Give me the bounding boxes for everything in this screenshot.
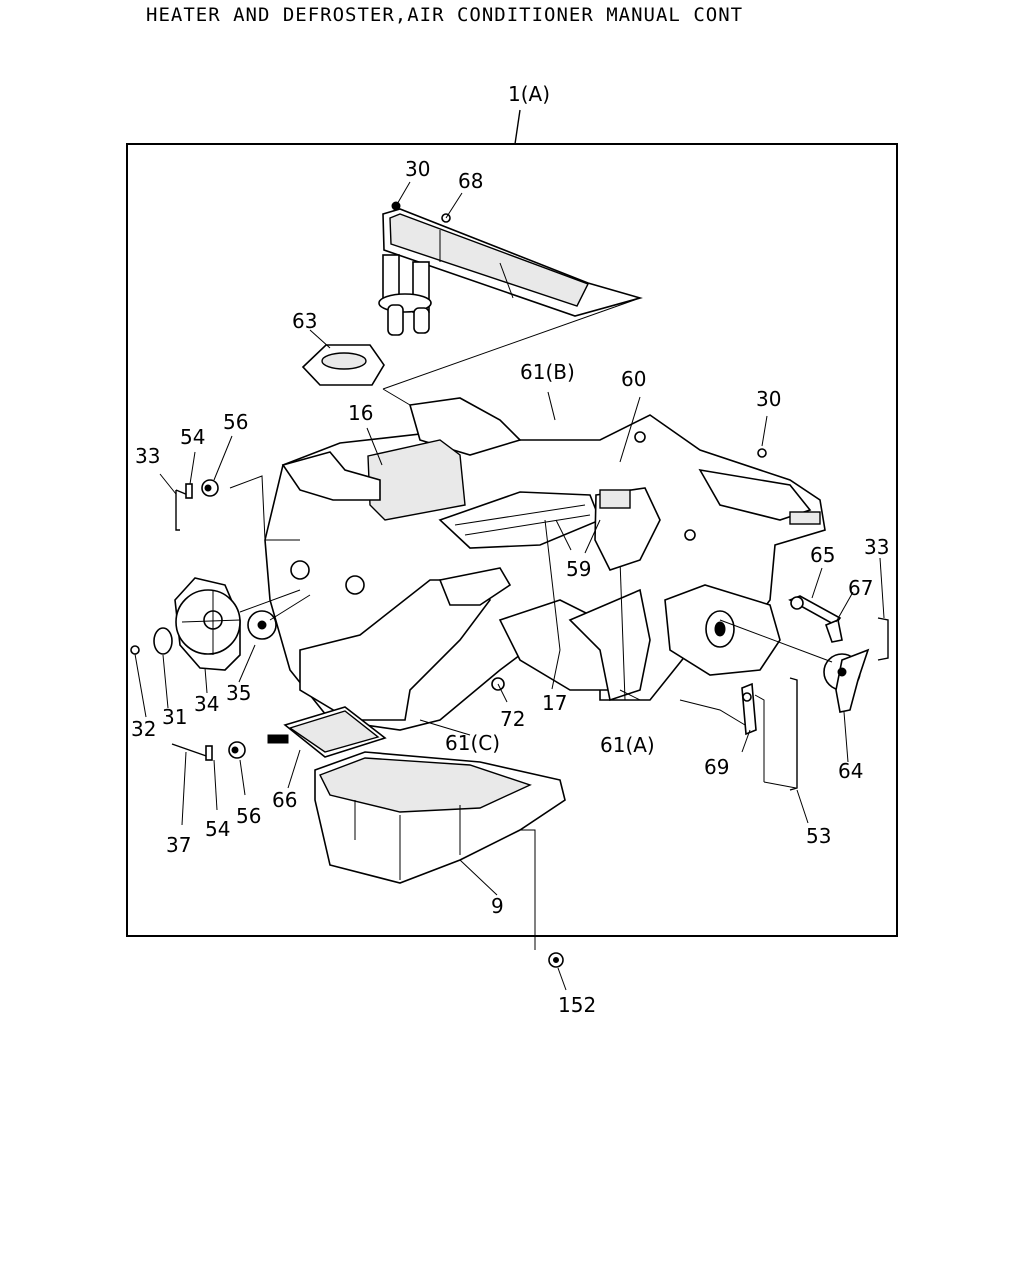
- part-32-screw: [130, 645, 140, 655]
- part-housing-assembly: [264, 397, 826, 731]
- callout-66: 66: [272, 788, 297, 812]
- callout-30-top: 30: [405, 157, 430, 181]
- callout-33-right: 33: [864, 535, 889, 559]
- callout-34: 34: [194, 692, 219, 716]
- callout-54-bottom: 54: [205, 817, 230, 841]
- callout-59: 59: [566, 557, 591, 581]
- part-33-rod-right: [877, 617, 889, 661]
- callout-1a: 1(A): [508, 82, 550, 106]
- callout-56-top: 56: [223, 410, 248, 434]
- part-67-clip: [824, 618, 843, 643]
- callout-69: 69: [704, 755, 729, 779]
- callout-53: 53: [806, 824, 831, 848]
- callout-61b: 61(B): [520, 360, 575, 384]
- callout-32: 32: [131, 717, 156, 741]
- part-63-seal: [301, 344, 385, 386]
- part-68-duct: [378, 201, 643, 336]
- part-56-holder-bottom: [228, 741, 246, 759]
- callout-65: 65: [810, 543, 835, 567]
- callout-61c: 61(C): [445, 731, 500, 755]
- callout-35: 35: [226, 681, 251, 705]
- callout-17: 17: [542, 691, 567, 715]
- part-56-holder-top: [201, 479, 219, 497]
- callout-31: 31: [162, 705, 187, 729]
- part-31-lever: [153, 627, 173, 655]
- part-35-link: [247, 610, 277, 640]
- part-64-lever: [823, 648, 870, 713]
- part-66-filter: [267, 706, 387, 758]
- callout-63: 63: [292, 309, 317, 333]
- callout-9: 9: [491, 894, 504, 918]
- part-54-clip-top: [185, 483, 193, 499]
- assembly-frame: [126, 143, 898, 937]
- callout-16: 16: [348, 401, 373, 425]
- part-9-lower-case: [314, 751, 566, 884]
- callout-33-left: 33: [135, 444, 160, 468]
- part-152-nut: [548, 952, 564, 968]
- callout-56-bottom: 56: [236, 804, 261, 828]
- part-69-bracket: [741, 682, 757, 736]
- callout-72: 72: [500, 707, 525, 731]
- callout-68: 68: [458, 169, 483, 193]
- part-34-actuator: [174, 577, 241, 671]
- callout-67: 67: [848, 576, 873, 600]
- callout-61a: 61(A): [600, 733, 655, 757]
- callout-64: 64: [838, 759, 863, 783]
- part-53-rod: [789, 677, 798, 791]
- callout-37: 37: [166, 833, 191, 857]
- part-54-clip-bottom: [205, 745, 213, 761]
- callout-152: 152: [558, 993, 596, 1017]
- callout-54-top: 54: [180, 425, 205, 449]
- leader-1a: [514, 109, 521, 145]
- page-title: HEATER AND DEFROSTER,AIR CONDITIONER MAN…: [146, 4, 744, 26]
- callout-60: 60: [621, 367, 646, 391]
- callout-30-right: 30: [756, 387, 781, 411]
- part-65-link: [788, 595, 842, 627]
